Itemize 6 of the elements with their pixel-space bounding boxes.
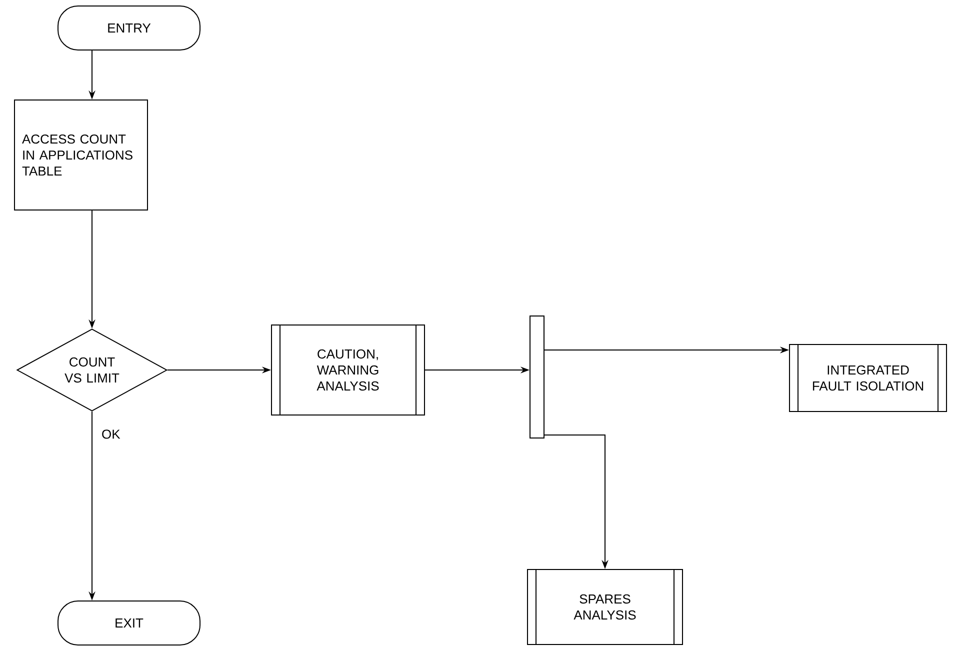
subprocess-box: INTEGRATED FAULT ISOLATION — [789, 344, 948, 412]
subprocess-box: SPARES ANALYSIS — [527, 568, 683, 646]
subprocess-box: CAUTION, WARNING ANALYSIS — [271, 324, 425, 416]
edge-label: OK — [100, 428, 122, 440]
process-box: ACCESS COUNT IN APPLICATIONS TABLE — [14, 100, 148, 210]
junction-bar — [530, 316, 544, 438]
